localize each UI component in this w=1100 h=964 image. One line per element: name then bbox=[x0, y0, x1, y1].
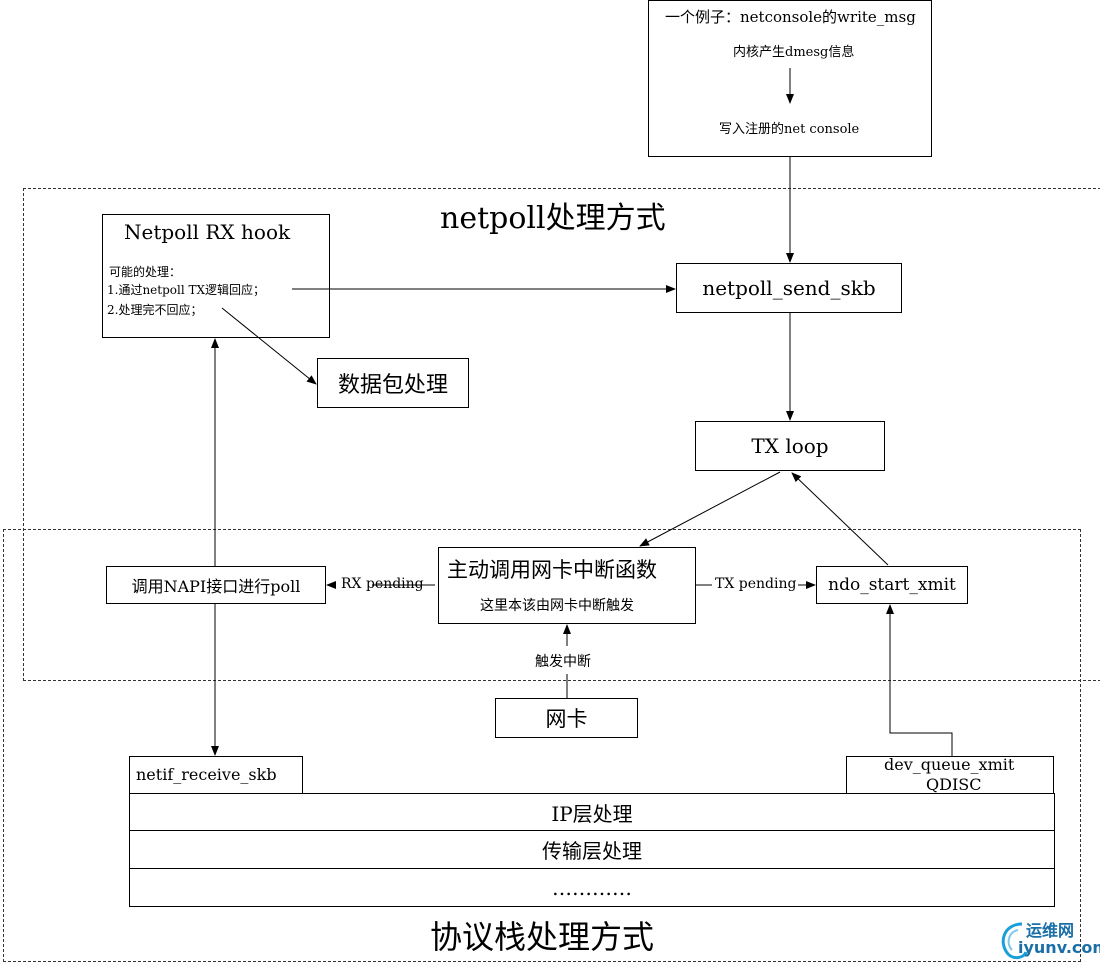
arrow-tx-loop-to-nic-irq bbox=[639, 471, 781, 547]
rx-hook-line3: 2.处理完不回应； bbox=[107, 303, 203, 317]
rx-hook-line2: 1.通过netpoll TX逻辑回应； bbox=[107, 283, 266, 297]
ndo-start-xmit-box: ndo_start_xmit bbox=[816, 566, 968, 604]
rx-hook-line1: 可能的处理： bbox=[109, 265, 182, 279]
arrow-dev-queue-xmit-to-ndo-start-xmit bbox=[886, 604, 953, 756]
watermark-en: iyunv.com bbox=[1018, 938, 1100, 957]
nic-irq-box: 主动调用网卡中断函数 这里本该由网卡中断触发 bbox=[438, 547, 696, 624]
rx-pending-label: RX pending bbox=[341, 576, 424, 592]
qdisc-label: QDISC bbox=[926, 775, 982, 794]
example-step-dmesg: 内核产生dmesg信息 bbox=[733, 45, 855, 60]
protocol-stack-region-label: 协议栈处理方式 bbox=[430, 918, 655, 956]
watermark-cn: 运维网 bbox=[1026, 921, 1075, 940]
example-title: 一个例子：netconsole的write_msg bbox=[665, 8, 916, 26]
dev-queue-xmit-box: dev_queue_xmit QDISC bbox=[846, 755, 1054, 794]
packet-processing-box: 数据包处理 bbox=[317, 358, 469, 408]
arrow-ndo-start-xmit-to-tx-loop bbox=[791, 472, 889, 566]
netpoll-rx-hook-box: Netpoll RX hook 可能的处理： 1.通过netpoll TX逻辑回… bbox=[102, 214, 330, 338]
more-layers-box: ………… bbox=[129, 868, 1055, 907]
netpoll-region-label: netpoll处理方式 bbox=[440, 201, 666, 236]
watermark-swirl-icon bbox=[1001, 922, 1028, 960]
transport-layer-box: 传输层处理 bbox=[129, 830, 1055, 869]
netif-receive-skb-label: netif_receive_skb bbox=[136, 765, 277, 784]
napi-poll-box: 调用NAPI接口进行poll bbox=[106, 566, 326, 604]
nic-box: 网卡 bbox=[495, 698, 638, 738]
rx-hook-title: Netpoll RX hook bbox=[124, 220, 291, 244]
tx-loop-box: TX loop bbox=[695, 421, 885, 471]
protocol-stack-region bbox=[3, 529, 1081, 962]
netpoll-region bbox=[23, 188, 1100, 681]
dev-queue-xmit-label: dev_queue_xmit bbox=[884, 755, 1015, 774]
nic-irq-subtitle: 这里本该由网卡中断触发 bbox=[480, 598, 634, 614]
tx-pending-label: TX pending bbox=[715, 576, 797, 592]
trigger-irq-label: 触发中断 bbox=[535, 654, 591, 670]
nic-irq-title: 主动调用网卡中断函数 bbox=[447, 558, 657, 582]
example-step-netconsole: 写入注册的net console bbox=[719, 122, 860, 137]
iyunv-watermark: 运维网 iyunv.com bbox=[996, 914, 1100, 962]
arrow-rx-hook-to-packet-processing bbox=[221, 307, 317, 385]
netpoll-send-skb-box: netpoll_send_skb bbox=[676, 263, 902, 313]
